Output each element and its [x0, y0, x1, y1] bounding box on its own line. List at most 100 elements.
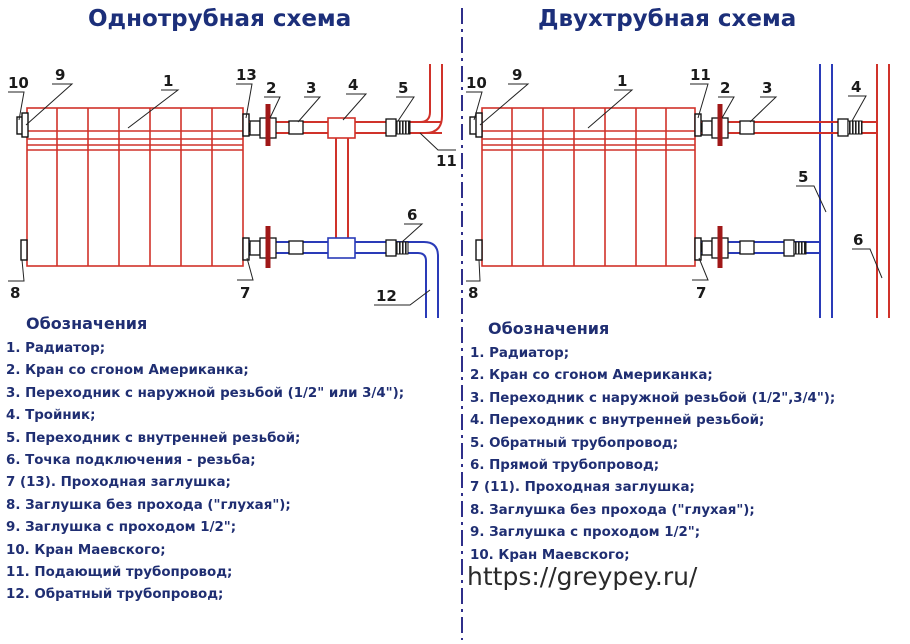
through-plug-top [694, 113, 702, 137]
tee-bottom [327, 237, 356, 259]
leader-8 [8, 259, 25, 282]
leader-3 [297, 96, 322, 123]
label-1: 1 [163, 72, 173, 90]
leader-1 [127, 89, 180, 129]
through-plug-top [242, 113, 250, 137]
label-9: 9 [55, 66, 65, 84]
adapter-inner-thread-top [385, 118, 411, 137]
adapter-outer-thread-bottom [739, 240, 755, 255]
legend-item: 9. Заглушка с проходом 1/2"; [470, 525, 701, 541]
legend-item: 8. Заглушка без прохода ("глухая"); [470, 502, 755, 518]
radiator [481, 107, 696, 267]
legend-item: 12. Обратный трубопровод; [6, 587, 224, 603]
leader-4 [342, 93, 368, 121]
adapter-inner-thread-bottom [783, 239, 807, 257]
through-plug-bottom [694, 237, 702, 261]
legend-item: 10. Кран Маевского; [6, 542, 166, 558]
label-6: 6 [407, 206, 417, 224]
plug-with-passage [475, 112, 483, 138]
return-riser [819, 64, 833, 318]
legend-item: 3. Переходник с наружной резьбой (1/2",3… [470, 390, 836, 406]
legend-item: 9. Заглушка с проходом 1/2"; [6, 520, 237, 536]
label-5: 5 [398, 79, 408, 97]
legend-item: 7 (11). Проходная заглушка; [470, 480, 695, 496]
leader-5 [796, 185, 827, 213]
plug-with-passage [21, 112, 29, 138]
label-13: 13 [236, 66, 257, 84]
legend-item: 5. Обратный трубопровод; [470, 435, 679, 451]
legend-item: 6. Точка подключения - резьба; [6, 453, 256, 469]
connection-point-thread [385, 239, 409, 257]
legend-item: 8. Заглушка без прохода ("глухая"); [6, 497, 291, 513]
legend-item: 11. Подающий трубопровод; [6, 565, 233, 581]
one-pipe-legend-heading: Обозначения [26, 314, 148, 333]
label-12: 12 [376, 287, 397, 305]
american-valve-bottom [701, 226, 729, 268]
leader-7 [237, 257, 254, 281]
leader-11 [419, 132, 456, 151]
label-11: 11 [436, 152, 457, 170]
two-pipe-legend: 1. Радиатор;2. Кран со сгоном Американка… [470, 343, 835, 567]
label-1: 1 [617, 72, 627, 90]
legend-item: 1. Радиатор; [6, 341, 106, 356]
leader-7 [692, 257, 709, 281]
leader-2 [718, 96, 735, 119]
legend-item: 3. Переходник с наружной резьбой (1/2" и… [6, 385, 405, 401]
two-pipe-scheme: 10 9 1 11 2 3 4 5 6 7 8 [466, 64, 890, 318]
leader-4 [848, 95, 867, 122]
adapter-outer-thread-bottom [288, 240, 304, 255]
legend-item: 10. Кран Маевского; [470, 547, 630, 563]
label-7: 7 [696, 284, 706, 302]
leader-11 [690, 83, 709, 119]
tee-top [327, 117, 356, 139]
leader-3 [749, 96, 778, 123]
two-pipe-title: Двухтрубная схема [538, 6, 797, 32]
legend-item: 4. Тройник; [6, 408, 96, 424]
label-9: 9 [512, 66, 522, 84]
leader-2 [264, 96, 281, 119]
label-8: 8 [468, 284, 478, 302]
supply-riser [876, 64, 890, 318]
leader-1 [587, 89, 634, 129]
label-2: 2 [266, 79, 276, 97]
leader-9 [25, 83, 74, 126]
leader-5 [396, 96, 415, 122]
american-valve-bottom [249, 226, 277, 268]
leader-8 [466, 259, 481, 282]
blind-plug [20, 239, 28, 261]
adapter-outer-thread-top [288, 120, 304, 135]
label-10: 10 [8, 74, 29, 92]
blind-plug [475, 239, 483, 261]
one-pipe-legend: 1. Радиатор; 2. Кран со сгоном Американка… [6, 338, 404, 607]
label-11: 11 [690, 66, 711, 84]
legend-item: 6. Прямой трубопровод; [470, 458, 660, 474]
one-pipe-scheme: 10 9 1 13 2 3 4 5 11 6 7 8 12 [8, 64, 457, 318]
legend-item: 4. Переходник с внутренней резьбой; [470, 413, 765, 429]
american-valve-top [249, 104, 277, 146]
leader-13 [236, 83, 253, 119]
american-valve-top [701, 104, 729, 146]
label-3: 3 [762, 79, 772, 97]
label-3: 3 [306, 79, 316, 97]
label-10: 10 [466, 74, 487, 92]
leader-6 [852, 248, 883, 279]
legend-item: 5. Переходник с внутренней резьбой; [6, 430, 301, 446]
label-6: 6 [853, 231, 863, 249]
adapter-outer-thread-top [739, 120, 755, 135]
label-4: 4 [851, 78, 861, 96]
leader-10 [466, 91, 483, 121]
leader-10 [8, 91, 25, 121]
one-pipe-title: Однотрубная схема [88, 6, 352, 32]
leader-12 [374, 289, 431, 306]
two-pipe-legend-heading: Обозначения [488, 319, 610, 338]
adapter-inner-thread-top [837, 118, 863, 137]
label-7: 7 [240, 284, 250, 302]
label-2: 2 [720, 79, 730, 97]
leader-9 [479, 83, 530, 126]
legend-item: 2. Кран со сгоном Американка; [6, 363, 249, 379]
legend-item: 7 (13). Проходная заглушка; [6, 475, 231, 491]
legend-item: 2. Кран со сгоном Американка; [470, 368, 713, 384]
through-plug-bottom [242, 237, 250, 261]
label-4: 4 [348, 76, 358, 94]
